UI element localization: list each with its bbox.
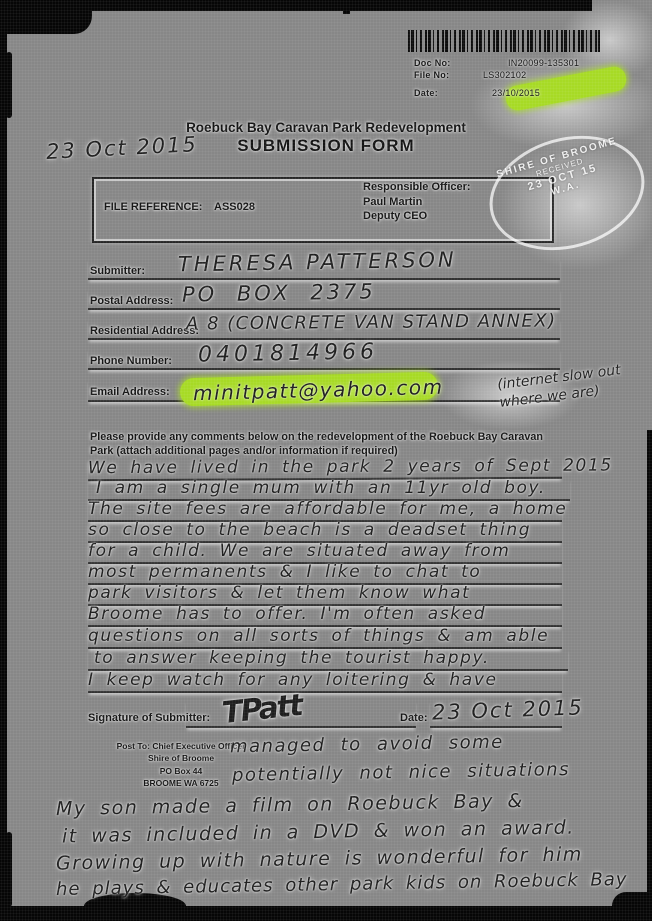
residential-address-line [88, 318, 560, 340]
page-edge-right [647, 430, 652, 921]
phone-number-line [88, 348, 560, 370]
residential-address-label: Residential Address: [90, 325, 200, 337]
file-no-label: File No: [414, 70, 450, 80]
signature-line [186, 700, 416, 728]
form-title: Roebuck Bay Caravan Park Redevelopment [186, 120, 466, 135]
page-edge-top-left [0, 0, 92, 34]
postal-address-value: PO BOX 2375 [181, 279, 376, 307]
signature-label: Signature of Submitter: [88, 712, 211, 724]
signature-date-label: Date: [400, 712, 428, 724]
page-edge-top [0, 0, 592, 11]
comment-line: I am a single mum with an 11yr old boy. [88, 478, 570, 501]
handwritten-received-date: 23 Oct 2015 [45, 132, 199, 164]
signature-date-line [430, 700, 562, 728]
scan-artifact [6, 52, 12, 118]
file-reference-label: FILE REFERENCE: [104, 201, 203, 213]
postal-block-line: Post To: Chief Executive Officer [116, 741, 246, 751]
postal-block-line: PO Box 44 [159, 765, 203, 776]
comment-line: questions on all sorts of things & am ab… [88, 626, 562, 649]
responsible-officer-label: Responsible Officer: [363, 181, 471, 193]
doc-no-value: IN20099-135301 [508, 58, 580, 68]
officer-title: Deputy CEO [363, 210, 428, 222]
file-reference-box [92, 177, 554, 243]
postal-address-line [88, 288, 560, 310]
comment-line: The site fees are affordable for me, a h… [88, 499, 566, 522]
form-subtitle: SUBMISSION FORM [237, 136, 415, 155]
phone-number-value: 0401814966 [197, 339, 379, 368]
file-no-value: LS302102 [483, 70, 527, 80]
comment-line: so close to the beach is a deadset thing [88, 520, 562, 543]
doc-no-label: Doc No: [414, 58, 451, 68]
submitter-line [88, 258, 560, 280]
scan-artifact [612, 892, 652, 921]
footer-handwriting: Growing up with nature is wonderful for … [55, 843, 584, 875]
postal-block-line: Shire of Broome [147, 753, 215, 764]
comment-line: I keep watch for any loitering & have [88, 670, 562, 693]
reg-date-value: 23/10/2015 [492, 88, 541, 98]
postal-address-label: Postal Address: [90, 295, 174, 307]
comments-instructions: Please provide any comments below on the… [90, 431, 544, 458]
comment-line: most permanents & I like to chat to [88, 562, 562, 585]
comment-line: park visitors & let them know what [88, 583, 562, 606]
scan-artifact [343, 0, 350, 14]
postal-block: Post To: Chief Executive Officer Shire o… [92, 740, 270, 789]
residential-address-value: A 8 (CONCRETE VAN STAND ANNEX) [185, 310, 557, 335]
footer-handwriting: My son made a film on Roebuck Bay & [55, 789, 524, 821]
officer-name: Paul Martin [363, 196, 423, 208]
page-edge-left [0, 0, 7, 921]
comment-continuation: potentially not nice situations [231, 759, 571, 786]
comment-line: Broome has to offer. I'm often asked [88, 604, 562, 627]
comment-continuation: managed to avoid some [229, 731, 504, 758]
email-address-label: Email Address: [90, 386, 170, 398]
comment-line: for a child. We are situated away from [88, 541, 562, 564]
postal-block-line: BROOME WA 6725 [143, 777, 219, 788]
submitter-value: THERESA PATTERSON [177, 247, 457, 277]
footer-handwriting: it was included in a DVD & won an award. [61, 816, 575, 848]
comment-line: to answer keeping the tourist happy. [88, 648, 568, 671]
reg-date-label: Date: [414, 88, 439, 98]
barcode [408, 30, 600, 52]
phone-number-label: Phone Number: [90, 355, 172, 367]
submitter-label: Submitter: [90, 265, 145, 277]
file-reference-value: ASS028 [214, 201, 255, 213]
footer-handwriting: he plays & educates other park kids on R… [55, 869, 628, 900]
scan-artifact [84, 893, 186, 919]
scan-artifact [6, 832, 12, 907]
